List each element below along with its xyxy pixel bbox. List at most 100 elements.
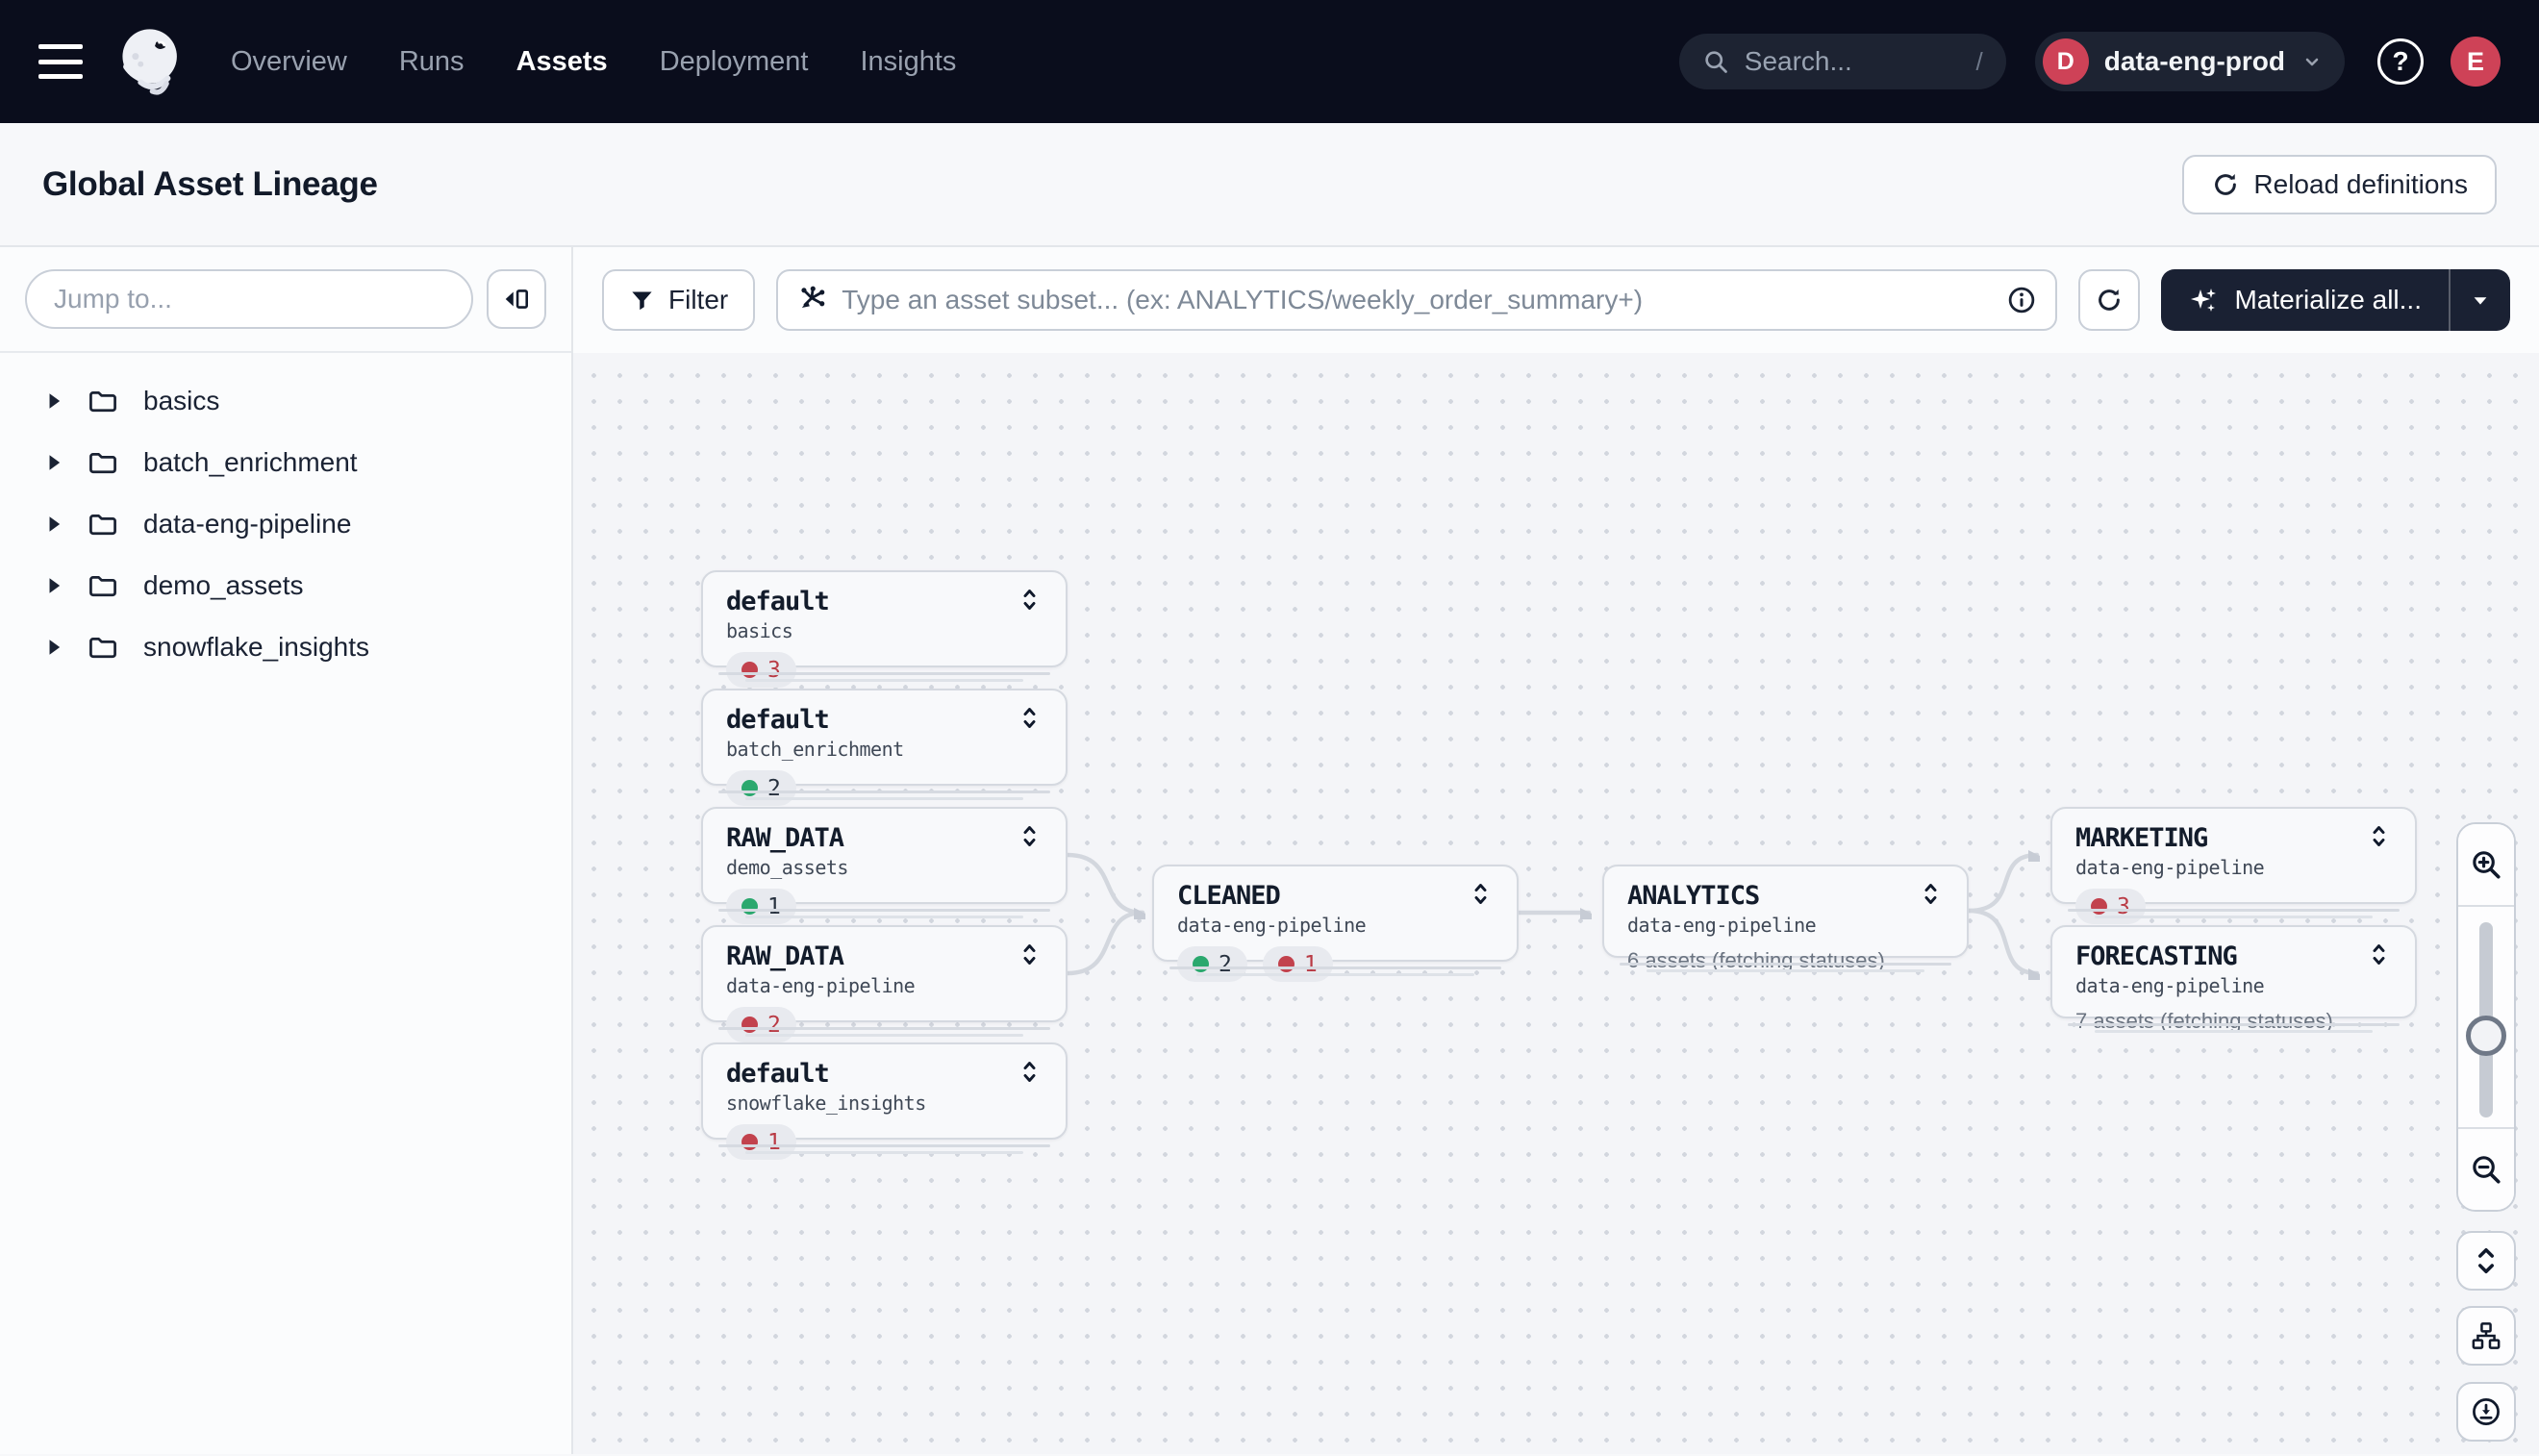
lineage-edge-raw-data-demo-to-cleaned [1065,852,1143,913]
group-title: ANALYTICS [1627,881,1760,911]
unfold-icon[interactable] [1017,705,1043,731]
lineage-edges [1065,353,2539,1454]
org-chart-icon [2472,1322,2501,1349]
user-avatar[interactable]: E [2451,37,2501,87]
layout-hierarchy-button[interactable] [2456,1306,2516,1366]
stacked-card-line [2095,916,2373,918]
unfold-icon[interactable] [1017,941,1043,967]
reload-definitions-button[interactable]: Reload definitions [2182,154,2497,214]
status-badge: 2 [726,770,796,807]
caret-right-icon [49,640,61,655]
group-subtitle: basics [726,619,793,643]
workspace-name: data-eng-prod [2103,46,2285,76]
collapse-sidebar-button[interactable] [487,269,546,329]
download-image-button[interactable] [2456,1382,2516,1442]
asset-tree-sidebar: basics batch_enrichment data-eng-pipeline d… [0,247,573,1454]
status-badge: 1 [726,1124,796,1161]
asset-subset-field [776,269,2058,331]
unfold-icon[interactable] [2366,941,2392,967]
status-badge: 1 [1262,946,1333,983]
caret-down-icon [2474,297,2487,305]
lineage-edge-analytics-to-marketing [1966,855,2037,914]
unfold-icon[interactable] [1017,587,1043,613]
workspace-switcher[interactable]: D data-eng-prod [2034,32,2345,91]
sidebar-folder-snowflake_insights[interactable]: snowflake_insights [0,616,571,678]
unfold-icon[interactable] [1017,823,1043,849]
zoom-in-icon [2473,851,2501,879]
group-title: default [726,705,830,735]
unfold-icon [2478,1248,2494,1273]
caret-right-icon [49,455,61,470]
folder-label: snowflake_insights [143,632,370,662]
stacked-card-line [2068,909,2400,912]
lineage-toolbar: Filter [573,247,2539,353]
help-button[interactable]: ? [2377,38,2424,85]
folder-label: basics [143,386,220,415]
unfold-icon[interactable] [1468,881,1494,907]
failed-dot-icon [742,662,758,679]
sidebar-folder-batch_enrichment[interactable]: batch_enrichment [0,432,571,493]
failed-dot-icon [742,1134,758,1151]
zoom-slider[interactable] [2458,905,2514,1129]
stacked-card-line [2068,1023,2400,1026]
stacked-card-line [718,791,1050,793]
unfold-icon[interactable] [1918,881,1944,907]
zoom-slider-knob[interactable] [2466,1016,2506,1056]
group-title: MARKETING [2075,823,2208,853]
zoom-out-button[interactable] [2458,1129,2514,1210]
caret-right-icon [49,516,61,532]
lineage-edge-raw-data-pipeline-to-cleaned [1065,913,1143,976]
refresh-graph-button[interactable] [2078,269,2141,331]
caret-right-icon [49,578,61,593]
materialize-options-caret[interactable] [2449,269,2510,331]
stacked-card-line [745,916,1023,918]
group-status-text: 7 assets (fetching statuses) [2075,1009,2333,1034]
asset-subset-input[interactable] [840,284,1995,316]
materialized-dot-icon [1193,956,1209,973]
stacked-card-line [2095,1030,2373,1033]
search-input[interactable]: Search... / [1678,34,2006,89]
materialized-dot-icon [742,898,758,916]
sidebar-folder-data-eng-pipeline[interactable]: data-eng-pipeline [0,493,571,555]
hamburger-menu-icon[interactable] [38,44,83,79]
workspace-initial-badge: D [2042,38,2089,85]
stacked-card-line [745,679,1023,682]
nav-link-insights[interactable]: Insights [860,45,957,77]
stacked-card-line [1647,969,1924,972]
sidebar-folder-basics[interactable]: basics [0,370,571,432]
jump-to-input[interactable] [25,269,473,329]
group-status-text: 6 assets (fetching statuses) [1627,948,1885,973]
nav-link-overview[interactable]: Overview [231,45,347,77]
group-subtitle: data-eng-pipeline [2075,856,2265,880]
info-icon[interactable] [2007,286,2036,314]
nav-link-runs[interactable]: Runs [398,45,465,77]
folder-label: batch_enrichment [143,447,358,477]
materialize-all-button[interactable]: Materialize all... [2161,269,2510,331]
expand-collapse-groups-button[interactable] [2456,1231,2516,1291]
stacked-card-line [718,672,1050,675]
folder-icon [89,638,116,659]
nav-link-assets[interactable]: Assets [515,45,608,77]
unfold-icon[interactable] [2366,823,2392,849]
sidebar-jump-row [0,247,571,353]
dagster-logo [122,29,177,95]
group-title: CLEANED [1177,881,1281,911]
page-title: Global Asset Lineage [42,164,378,203]
filter-button[interactable]: Filter [602,269,756,331]
unfold-icon[interactable] [1017,1059,1043,1085]
stacked-card-line [745,797,1023,800]
zoom-in-button[interactable] [2458,824,2514,905]
folder-label: data-eng-pipeline [143,509,352,539]
nav-link-deployment[interactable]: Deployment [659,45,809,77]
sidebar-folder-demo_assets[interactable]: demo_assets [0,555,571,616]
